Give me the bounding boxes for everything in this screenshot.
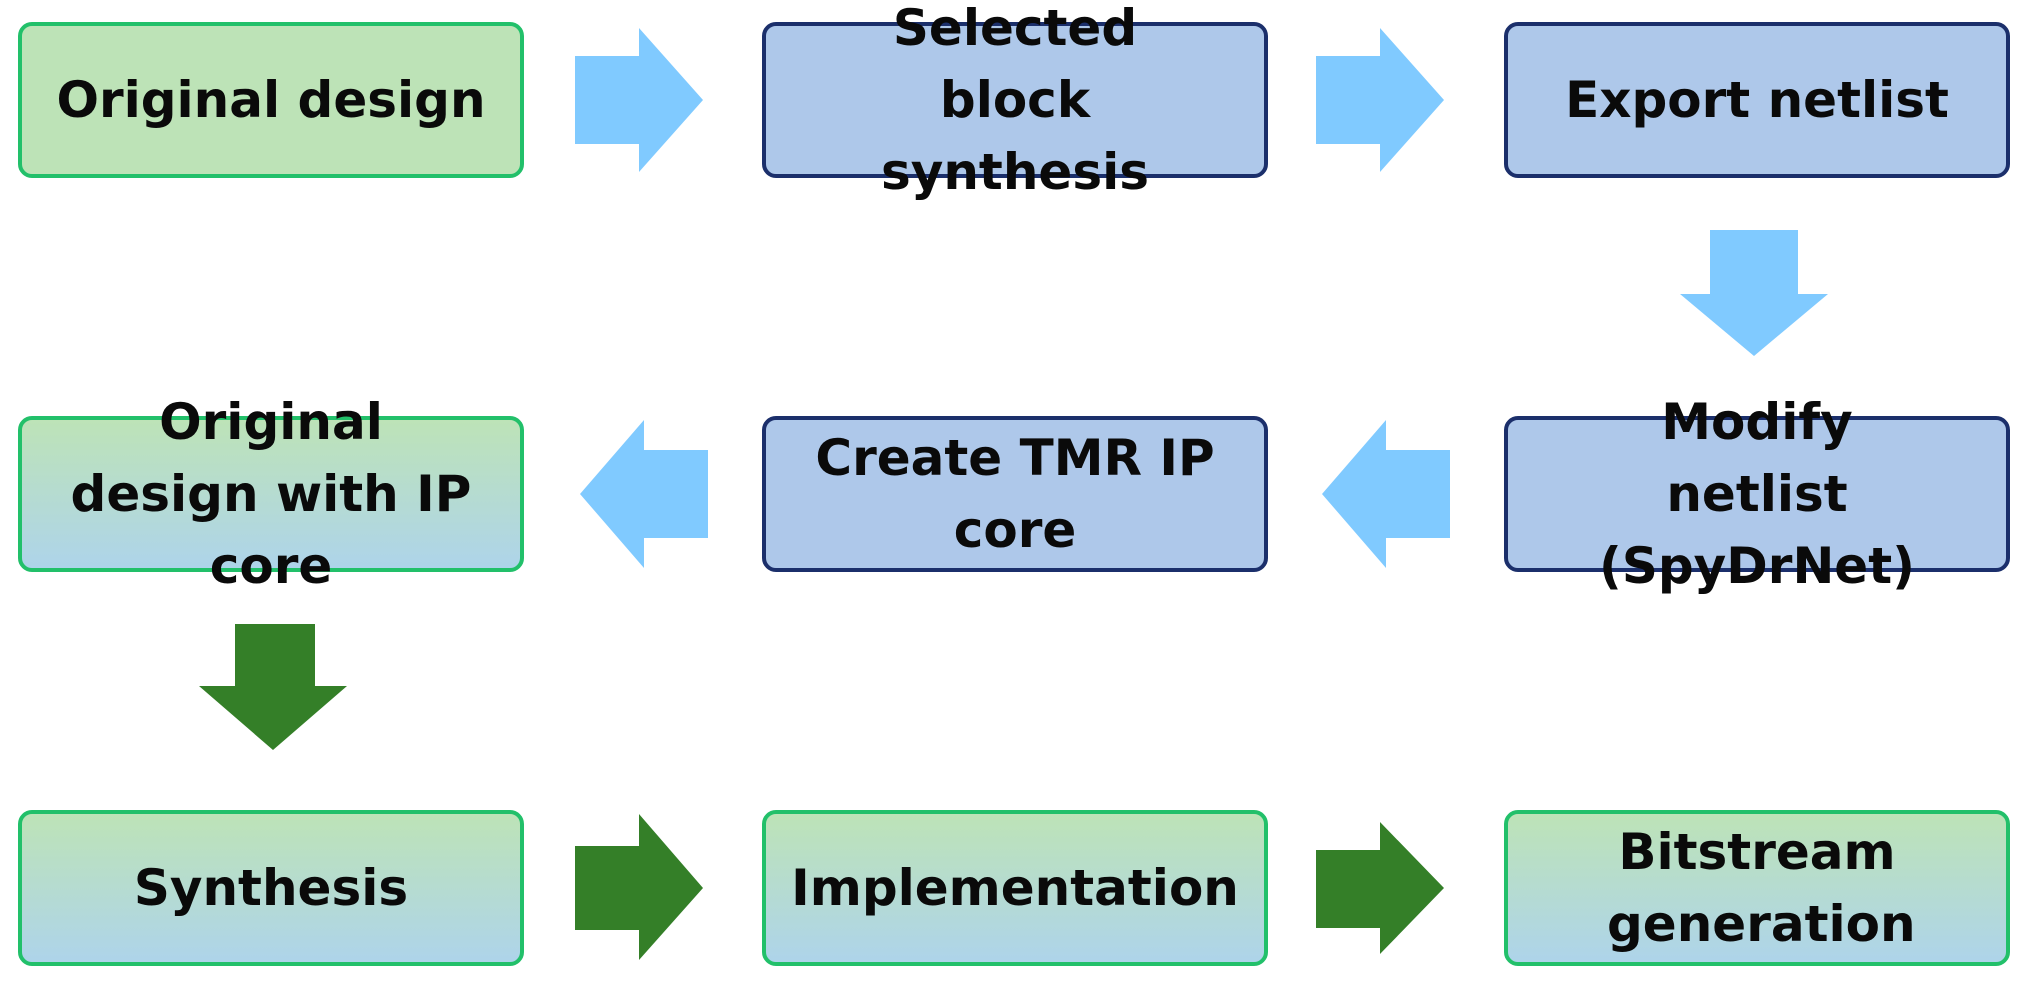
node-label: Selected block synthesis: [880, 0, 1150, 201]
node-label: Implementation: [791, 859, 1239, 917]
arrow-down-icon: [1680, 230, 1828, 356]
arrow-right-icon: [1316, 822, 1444, 954]
node-bitstream-generation: Bitstream generation: [1504, 810, 2010, 966]
node-modify-netlist: Modify netlist (SpyDrNet): [1504, 393, 2010, 595]
arrow-right-icon: [575, 28, 703, 172]
node-synthesis: Synthesis: [18, 810, 524, 966]
node-implementation: Implementation: [762, 810, 1268, 966]
node-label: Original design: [56, 71, 486, 129]
node-label: Synthesis: [133, 859, 409, 917]
node-label: Export netlist: [1565, 71, 1949, 129]
node-export-netlist: Export netlist: [1504, 22, 2010, 178]
arrow-right-icon: [575, 814, 703, 960]
node-original-design: Original design: [18, 22, 524, 178]
node-label: Bitstream generation: [1607, 823, 1916, 953]
arrow-left-icon: [580, 420, 708, 568]
node-create-tmr-ip-core: Create TMR IP core: [762, 416, 1268, 572]
arrow-right-icon: [1316, 28, 1444, 172]
arrow-down-icon: [199, 624, 347, 750]
node-label: Original design with IP core: [70, 393, 472, 595]
node-label: Create TMR IP core: [815, 429, 1215, 559]
node-original-design-with-ip-core: Original design with IP core: [18, 393, 524, 595]
node-label: Modify netlist (SpyDrNet): [1599, 393, 1915, 595]
node-selected-block-synthesis: Selected block synthesis: [762, 0, 1268, 201]
arrow-left-icon: [1322, 420, 1450, 568]
